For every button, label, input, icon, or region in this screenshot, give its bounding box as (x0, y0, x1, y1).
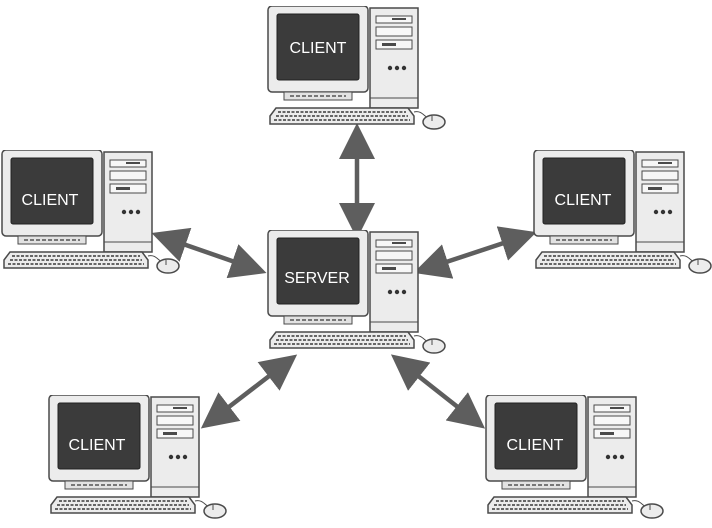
server-label: SERVER (284, 270, 350, 287)
arrow-server-right (413, 226, 537, 279)
arrow-server-bottom-right (390, 354, 486, 429)
client-computer-left: CLIENT (1, 150, 180, 274)
client-computer-top: CLIENT (267, 6, 446, 130)
client-label-bottom-right: CLIENT (507, 437, 564, 454)
client-label-left: CLIENT (22, 192, 79, 209)
client-computer-bottom-left: CLIENT (48, 395, 227, 519)
arrow-server-bottom-left (200, 354, 298, 429)
client-label-top: CLIENT (290, 40, 347, 57)
client-computer-right: CLIENT (533, 150, 712, 274)
client-label-right: CLIENT (555, 192, 612, 209)
client-label-bottom-left: CLIENT (69, 437, 126, 454)
server-computer: SERVER (267, 230, 446, 354)
arrow-server-left (151, 227, 267, 279)
client-computer-bottom-right: CLIENT (485, 395, 664, 519)
